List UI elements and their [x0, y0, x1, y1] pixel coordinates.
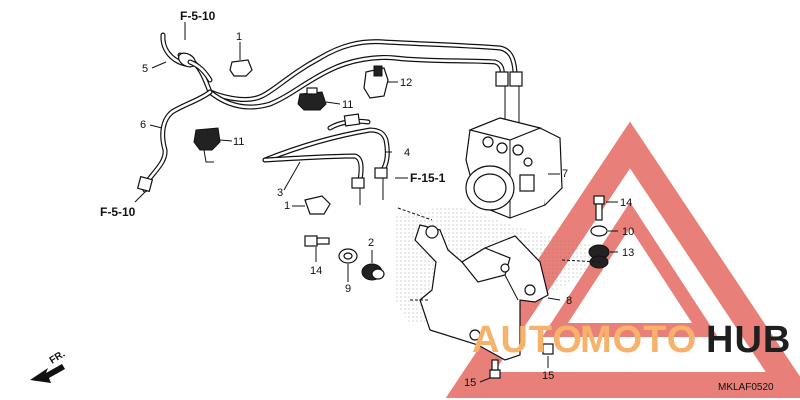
clamp-1-lower [292, 195, 331, 215]
collar-10 [590, 225, 618, 237]
callout-15-right: 15 [542, 370, 554, 382]
fr-label: FR. [48, 349, 68, 367]
ref-mid: F-15-1 [410, 171, 446, 185]
brake-pipe-upper [177, 39, 518, 110]
callout-13: 13 [622, 247, 634, 259]
front-direction-arrow: FR. [30, 349, 67, 383]
callout-3: 3 [277, 187, 283, 199]
watermark-moto: MOTO [580, 319, 697, 361]
clamp-1-top [229, 42, 253, 77]
callout-6: 6 [140, 119, 146, 131]
callout-12: 12 [400, 77, 412, 89]
bolt-15-left [479, 359, 501, 383]
callout-11-lower: 11 [233, 136, 244, 148]
abs-bracket-8 [414, 224, 561, 361]
callout-4: 4 [404, 147, 410, 159]
callout-8: 8 [566, 295, 572, 307]
watermark-text: AUTO MOTO HUB [472, 319, 791, 361]
callout-1-lower: 1 [284, 200, 290, 212]
reference-labels: F-5-10 F-5-10 F-15-1 [100, 9, 446, 219]
bolt-14-left [304, 235, 330, 262]
callout-7: 7 [562, 168, 568, 180]
callout-14-left: 14 [310, 265, 322, 277]
bolt-15-right [542, 343, 554, 368]
ref-top: F-5-10 [180, 9, 216, 23]
brake-pipe-3 [262, 113, 390, 205]
callout-labels: 1 1 2 3 4 5 6 7 8 9 10 11 11 12 13 14 14… [140, 31, 634, 389]
grommet-2 [361, 250, 385, 281]
dashed-guides [397, 207, 601, 301]
callout-1-top: 1 [236, 31, 242, 43]
clamp-12 [363, 65, 398, 99]
callout-10: 10 [622, 226, 634, 238]
ref-left: F-5-10 [100, 205, 136, 219]
clamp-11-upper [297, 87, 341, 111]
clamp-11-lower [193, 127, 233, 163]
callout-9: 9 [345, 283, 351, 295]
callout-5: 5 [142, 63, 148, 75]
bolt-14-right [593, 195, 618, 221]
watermark-hub: HUB [706, 319, 791, 361]
collar-9 [338, 248, 358, 282]
diagram-code: MKLAF0520 [718, 382, 774, 393]
callout-14-right: 14 [620, 197, 632, 209]
brake-hose-5 [160, 32, 213, 83]
callout-2: 2 [368, 237, 374, 249]
callout-15-left: 15 [464, 377, 476, 389]
callout-11-upper: 11 [342, 99, 353, 111]
brake-pipe-6 [136, 89, 213, 193]
abs-modulator-7 [465, 117, 563, 219]
watermark-auto: AUTO [472, 319, 583, 361]
